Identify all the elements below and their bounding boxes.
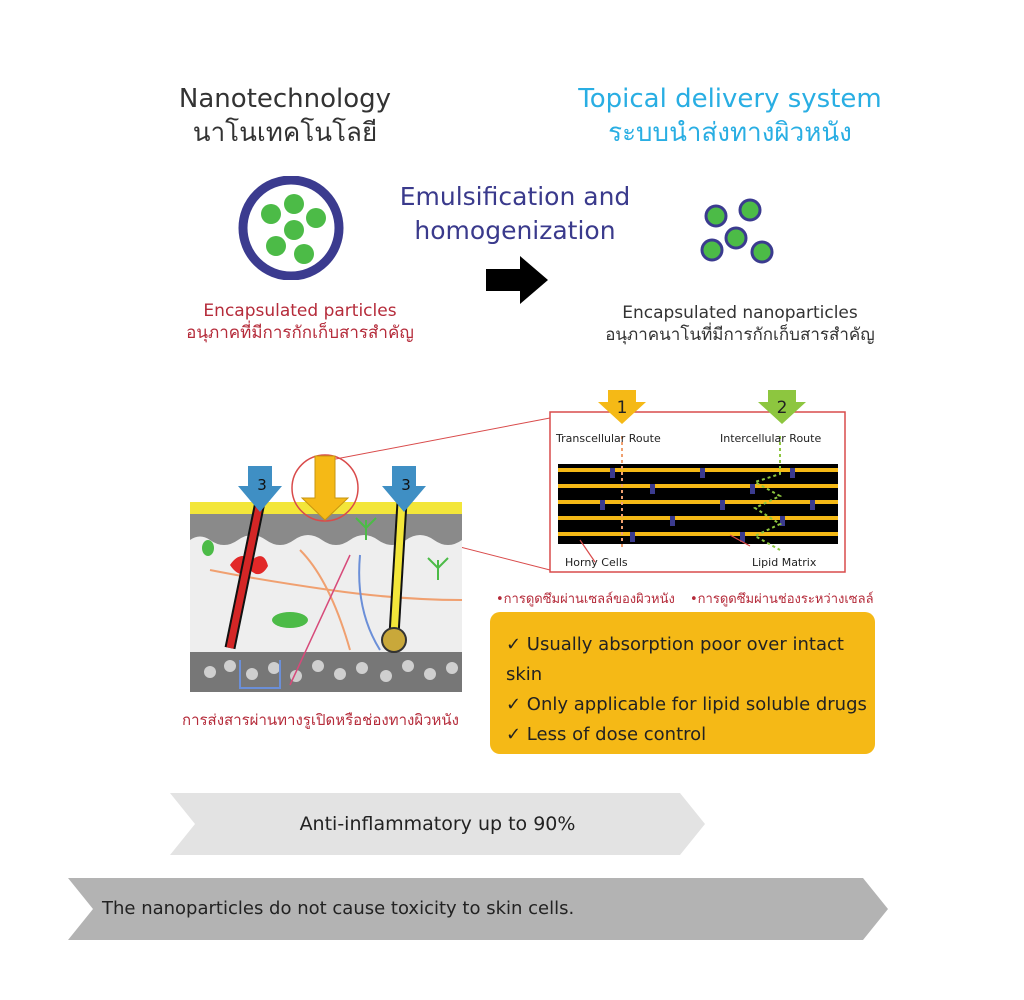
title-th: ระบบนำส่งทางผิวหนัง [608,118,852,148]
title-en: Topical delivery system [578,84,882,114]
skin-diagram [190,390,846,692]
subcutaneous-layer [190,652,462,692]
transcellular-label: Transcellular Route [556,432,661,445]
topical-delivery-title: Topical delivery system ระบบนำส่งทางผิวห… [560,82,900,150]
intercellular-thai-note: •การดูดซึมผ่านช่องระหว่างเซลล์ [690,592,874,607]
process-label: Emulsification and homogenization [385,180,645,248]
zoom-line-top [319,417,551,463]
follicular-thai-note: การส่งสารผ่านทางรูเปิดหรือช่องทางผิวหนัง [182,711,460,729]
route2-number: 2 [776,398,788,418]
caption-en: Encapsulated particles [203,301,397,321]
nanoparticles-diagram [700,198,774,264]
callout-item: ✓ Less of dose control [506,724,707,745]
caption-en: Encapsulated nanoparticles [622,303,858,323]
route1-number: 1 [616,398,628,418]
callout-item: ✓ Only applicable for lipid soluble drug… [506,694,867,715]
cell-junctions [600,468,815,542]
caption-th: อนุภาคนาโนที่มีการกักเก็บสารสำคัญ [605,325,875,345]
toxicity-banner: The nanoparticles do not cause toxicity … [102,898,575,919]
route2-arrow-icon [758,390,806,424]
zoom-circle [291,454,359,522]
encapsulated-particle-diagram [238,176,344,280]
process-line2: homogenization [414,216,616,245]
intercellular-label: Intercellular Route [720,432,822,445]
process-line1: Emulsification and [399,182,631,211]
hair-follicle-yellow [390,501,406,636]
banner1-shape [170,793,705,855]
transdermal-arrow-icon [300,455,350,521]
encapsulated-nanoparticles-caption: Encapsulated nanoparticles อนุภาคนาโนที่… [580,302,900,346]
follicular-arrow-left-icon [238,466,282,512]
limitations-callout: ✓ Usually absorption poor over intact sk… [490,612,875,754]
green-branches [355,517,449,580]
hair-follicle-red [226,501,264,649]
title-en: Nanotechnology [178,84,392,114]
title-th: นาโนเทคโนโลยี [192,118,378,148]
lipid-matrix-label: Lipid Matrix [752,556,817,569]
intercellular-path [752,436,783,551]
caption-th: อนุภาคที่มีการกักเก็บสารสำคัญ [186,323,414,343]
horny-cells-label: Horny Cells [565,556,628,569]
process-arrow-icon [486,256,548,304]
route3-number-right: 3 [401,476,411,494]
lipid-bands [558,468,838,536]
route1-arrow-icon [598,390,646,424]
follicular-arrow-right-icon [382,466,426,512]
transcellular-thai-note: •การดูดซึมผ่านเซลล์ของผิวหนัง [496,592,675,607]
route3-number-left: 3 [257,476,267,494]
banner2-shape [68,878,888,940]
anti-inflammatory-banner: Anti-inflammatory up to 90% [299,813,576,835]
callout-item: ✓ Usually absorption poor over intact sk… [506,634,844,685]
nanotechnology-title: Nanotechnology นาโนเทคโนโลยี [150,82,420,150]
green-cell [272,612,308,628]
encapsulated-particles-caption: Encapsulated particles อนุภาคที่มีการกัก… [150,300,450,344]
